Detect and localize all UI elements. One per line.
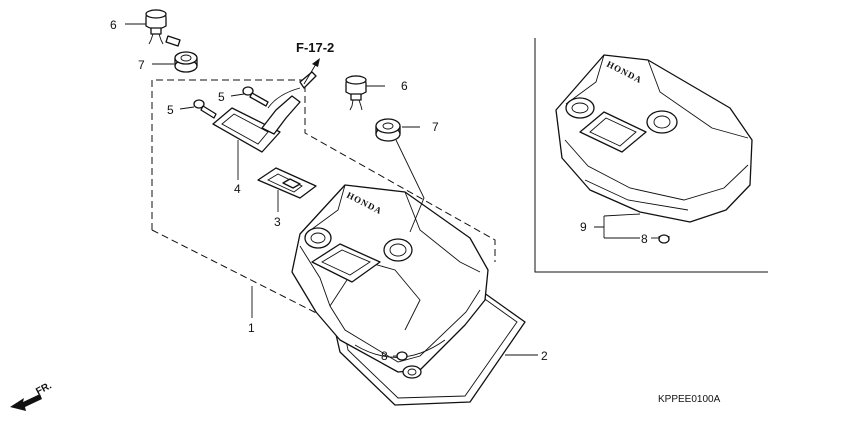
callout-7-left: 7: [138, 58, 145, 72]
callout-labels: 6 7 5 5 4 3 1 6 7 8 2 9 8: [110, 18, 648, 363]
callout-5-lower: 5: [167, 103, 174, 117]
inset-frame: [534, 38, 768, 273]
bolt-6-left: [145, 9, 181, 47]
callout-7-right: 7: [432, 120, 439, 134]
callout-3: 3: [274, 215, 281, 229]
callout-8-inset: 8: [641, 232, 648, 246]
callout-6-left: 6: [110, 18, 117, 32]
inset-cover-assembly-9: HONDA: [555, 54, 753, 223]
callout-9: 9: [580, 220, 587, 234]
cylinder-head-cover-1: HONDA: [291, 184, 489, 379]
diagram-code: KPPEE0100A: [658, 394, 721, 405]
bolt-5-lower: [193, 99, 217, 119]
assembly-dashed-outline: [151, 79, 496, 331]
washer-8-main: [396, 351, 408, 361]
callout-8-main: 8: [381, 349, 388, 363]
callout-5-upper: 5: [218, 90, 225, 104]
front-direction-arrow: FR.: [10, 380, 54, 411]
bolt-5-upper: [242, 86, 269, 107]
callout-4: 4: [234, 182, 241, 196]
bolt-6-right: [345, 75, 367, 111]
grommet-7-left: [174, 51, 198, 73]
breather-plate-4: [212, 71, 317, 153]
front-direction-label: FR.: [34, 380, 54, 397]
section-reference: F-17-2: [296, 40, 334, 55]
grommet-7-right: [375, 118, 401, 142]
leader-lines: [125, 23, 659, 357]
callout-1: 1: [248, 321, 255, 335]
callout-6-right: 6: [401, 79, 408, 93]
gasket-3: [257, 167, 317, 199]
reference-arrow: [303, 58, 320, 85]
washer-8-inset: [658, 234, 670, 244]
callout-2: 2: [541, 349, 548, 363]
